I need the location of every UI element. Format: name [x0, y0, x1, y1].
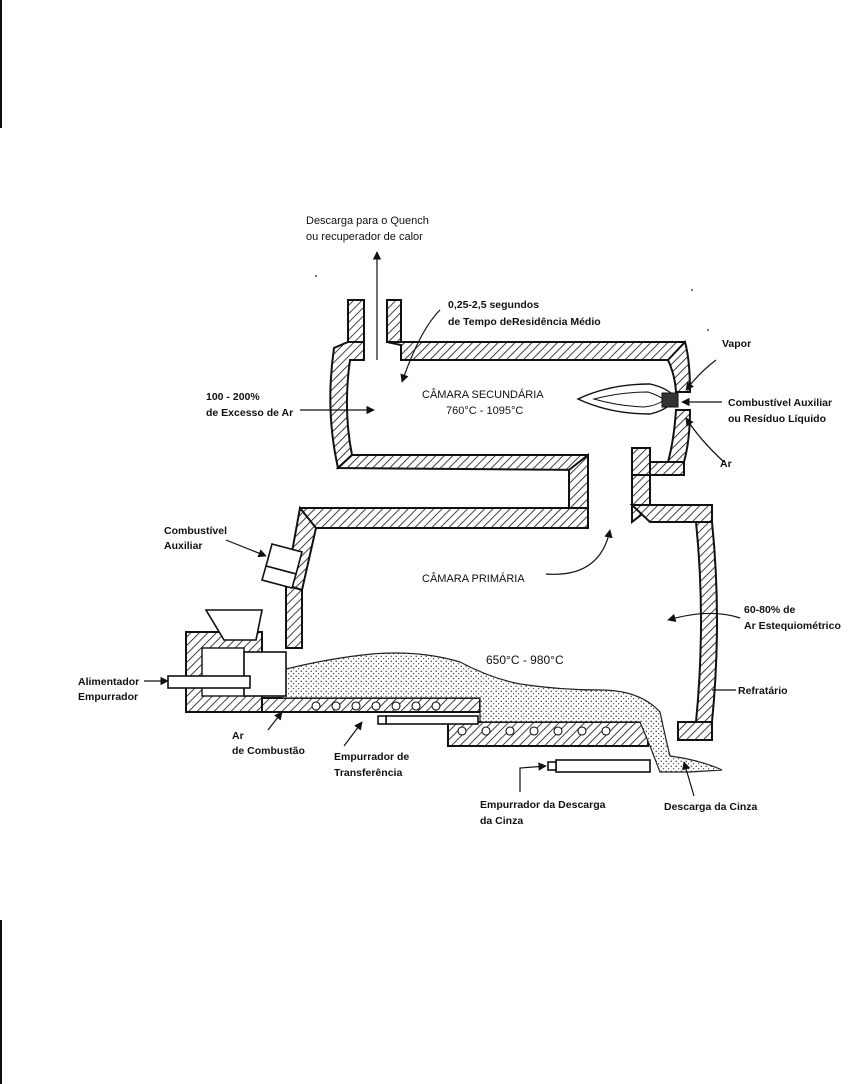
discharge-label-2: ou recuperador de calor: [306, 231, 423, 243]
aux-fuel-left-label-1: Combustível: [164, 525, 227, 537]
ash-pusher-label-1: Empurrador da Descarga: [480, 799, 606, 811]
stoich-air-label-2: Ar Estequiométrico: [744, 620, 841, 632]
secondary-chamber-label: CÂMARA SECUNDÁRIA: [422, 388, 544, 401]
ash-pusher-label-2: da Cinza: [480, 815, 523, 827]
aux-fuel-liquid-label-1: Combustível Auxiliar: [728, 397, 832, 409]
secondary-temp-label: 760°C - 1095°C: [446, 405, 523, 417]
labels: Descarga para o Quench ou recuperador de…: [78, 215, 841, 827]
air-right-label: Ar: [720, 458, 732, 470]
residence-label-2: de Tempo deResidência Médio: [448, 316, 601, 328]
aux-fuel-burner-left: [261, 543, 303, 589]
vapor-label: Vapor: [722, 338, 751, 350]
ash-discharge-label: Descarga da Cinza: [664, 801, 758, 813]
air-holes: [311, 701, 611, 736]
transfer-pusher-label-1: Empurrador de: [334, 751, 409, 763]
refractory-label: Refratário: [738, 685, 788, 697]
transfer-pusher: [377, 715, 479, 725]
aux-fuel-liquid-label-2: ou Resíduo Líquido: [728, 413, 826, 425]
transfer-pusher-label-2: Transferência: [334, 767, 402, 779]
residence-label-1: 0,25-2,5 segundos: [448, 299, 539, 311]
primary-chamber-label: CÂMARA PRIMÁRIA: [422, 572, 525, 585]
specks: [315, 275, 709, 331]
ash-discharge-pusher: [547, 759, 651, 773]
stoich-air-label-1: 60-80% de: [744, 604, 796, 616]
feeder-label-2: Empurrador: [78, 691, 138, 703]
secondary-chamber-walls: [329, 299, 692, 529]
feeder-label-1: Alimentador: [78, 676, 139, 688]
flame: [576, 383, 679, 415]
annotation-arrows: [144, 251, 741, 797]
feeder-hopper: [167, 609, 287, 697]
excess-air-label-2: de Excesso de Ar: [206, 407, 293, 419]
combustion-air-label-1: Ar: [232, 730, 244, 742]
primary-temp-label: 650°C - 980°C: [486, 653, 564, 667]
excess-air-label-1: 100 - 200%: [206, 391, 260, 403]
waste-bed: [281, 652, 723, 773]
discharge-label-1: Descarga para o Quench: [306, 215, 429, 227]
aux-fuel-left-label-2: Auxiliar: [164, 540, 203, 552]
combustion-air-label-2: de Combustão: [232, 745, 305, 757]
